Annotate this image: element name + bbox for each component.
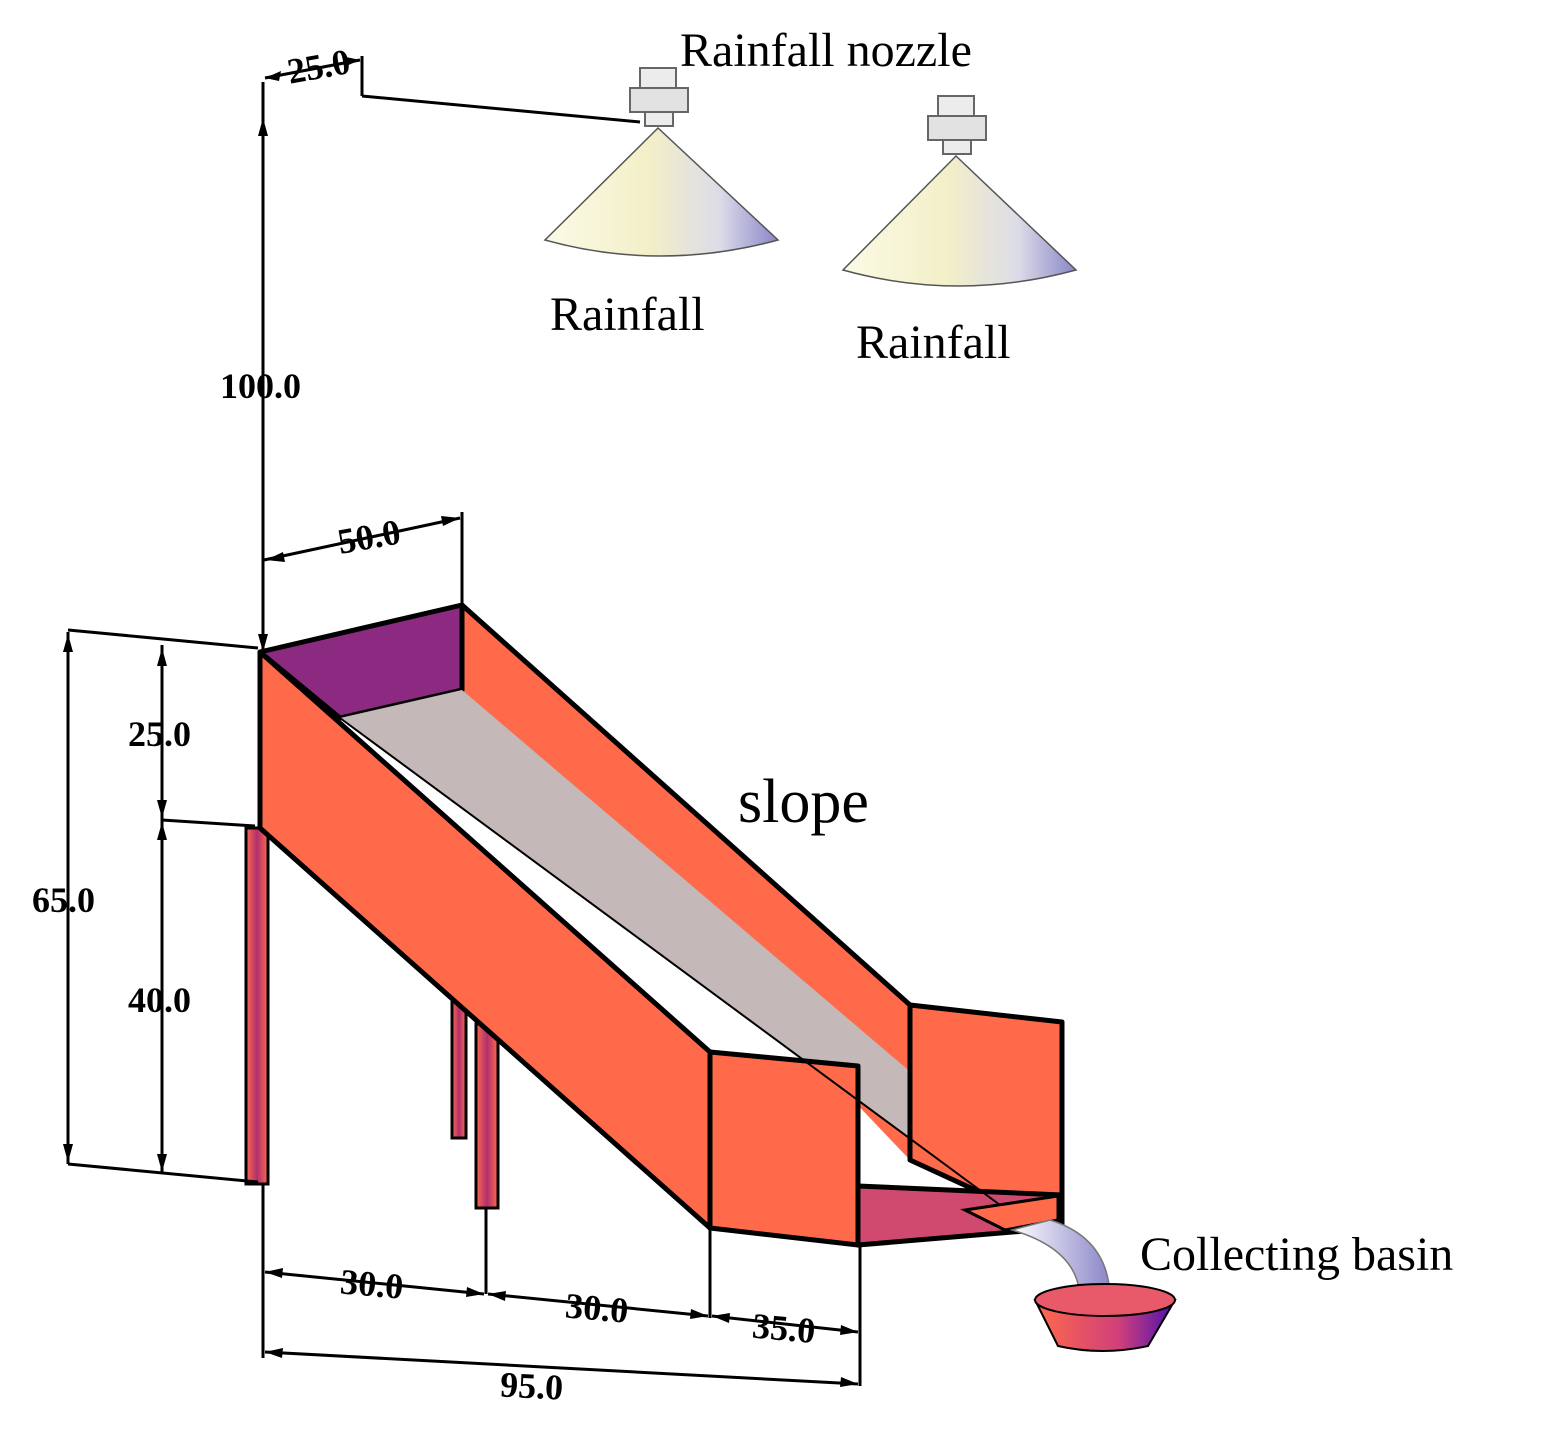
dim-lower-height: 40.0 bbox=[128, 980, 191, 1020]
basin-rim bbox=[1034, 1283, 1176, 1317]
rainfall-label-2: Rainfall bbox=[856, 316, 1011, 369]
slope-label: slope bbox=[738, 768, 869, 836]
support-leg-middle-2 bbox=[474, 1022, 500, 1210]
nozzle-cap bbox=[639, 67, 677, 91]
dim-flume-width: 50.0 bbox=[335, 512, 404, 562]
bed-edge bbox=[339, 717, 1001, 1206]
dimension-nozzle-offset bbox=[261, 56, 641, 652]
dim-upper-depth: 25.0 bbox=[128, 714, 191, 754]
basin-label: Collecting basin bbox=[1140, 1228, 1453, 1281]
spray-cone bbox=[543, 126, 780, 257]
outlet-wing-left bbox=[707, 1049, 861, 1248]
nozzle-label: Rainfall nozzle bbox=[680, 24, 972, 77]
dim-nozzle-height: 100.0 bbox=[220, 366, 301, 406]
nozzle-neck bbox=[644, 111, 674, 127]
rainfall-label-1: Rainfall bbox=[550, 288, 705, 341]
rainfall-nozzle-2 bbox=[841, 95, 1078, 287]
collecting-basin-assembly bbox=[1009, 1219, 1177, 1352]
dim-seg-1: 30.0 bbox=[339, 1261, 405, 1306]
flume bbox=[244, 602, 1065, 1248]
dim-nozzle-offset: 25.0 bbox=[284, 41, 353, 91]
support-leg-middle bbox=[450, 998, 468, 1140]
right-wall-edge bbox=[460, 603, 912, 1007]
dimension-nozzle-height bbox=[258, 118, 268, 652]
dimension-flume-width bbox=[263, 512, 464, 603]
dimension-upper-lower bbox=[157, 645, 256, 1174]
rainfall-nozzle-1 bbox=[543, 67, 780, 257]
nozzle-nut bbox=[927, 115, 987, 141]
outlet-spout bbox=[960, 1194, 1060, 1232]
nozzle-cap bbox=[937, 95, 975, 119]
dimension-bottom bbox=[261, 1184, 862, 1387]
nozzle-neck bbox=[942, 139, 972, 155]
slope-bed bbox=[340, 690, 1055, 1205]
dim-total-height: 65.0 bbox=[32, 880, 95, 920]
nozzle-nut bbox=[629, 87, 689, 113]
spray-cone bbox=[841, 154, 1078, 287]
dim-total-length: 95.0 bbox=[499, 1364, 564, 1407]
dim-seg-2: 30.0 bbox=[564, 1285, 630, 1330]
dim-seg-3: 35.0 bbox=[751, 1306, 817, 1351]
support-leg-front bbox=[244, 826, 270, 1186]
